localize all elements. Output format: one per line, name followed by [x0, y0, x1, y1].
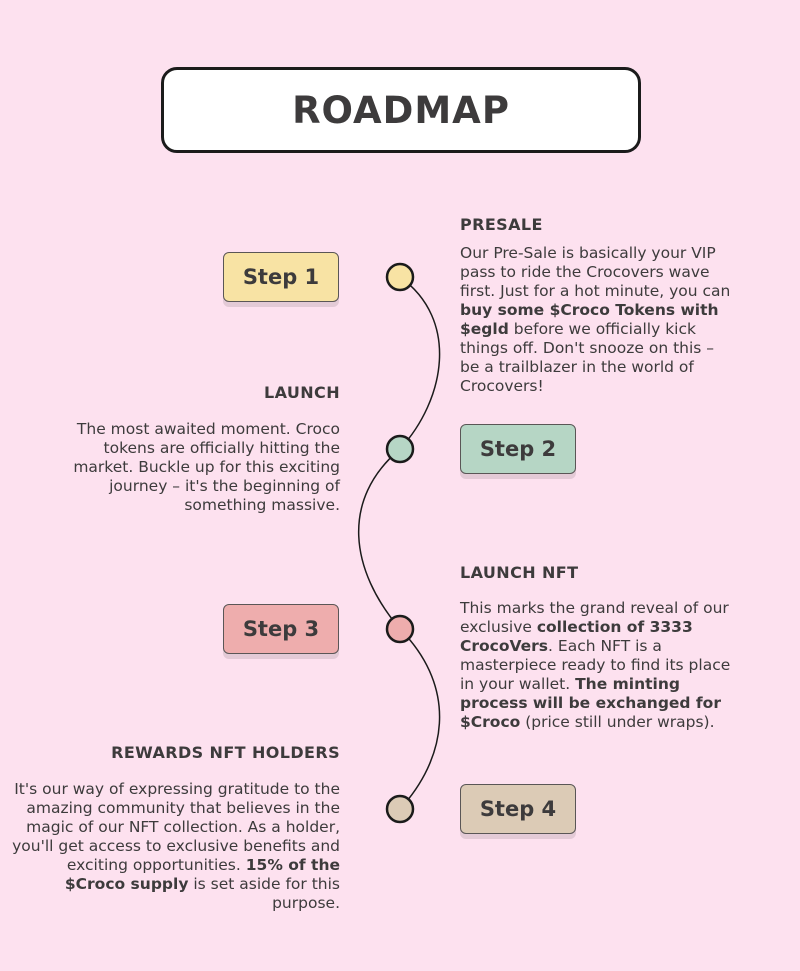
- launch-description: The most awaited moment. Croco tokens ar…: [40, 420, 340, 515]
- launch-heading: LAUNCH: [263, 383, 340, 402]
- body-text: . Each NFT is a masterpiece ready to fin…: [460, 637, 731, 693]
- highlight-text: The minting process will be exchanged fo…: [460, 675, 721, 731]
- timeline-node-1: [385, 262, 415, 292]
- timeline-path: [358, 276, 441, 810]
- body-text: before we officially kick things off. Do…: [460, 320, 715, 395]
- body-text: This marks the grand reveal of our exclu…: [460, 599, 729, 636]
- body-text: It's our way of expressing gratitude to …: [12, 780, 340, 874]
- launch-nft-description: This marks the grand reveal of our exclu…: [460, 599, 735, 732]
- rewards-description: It's our way of expressing gratitude to …: [10, 780, 340, 913]
- body-text: The most awaited moment. Croco tokens ar…: [73, 420, 340, 514]
- highlight-text: buy some $Croco Tokens with $egld: [460, 301, 719, 338]
- step-1-badge: Step 1: [223, 252, 339, 302]
- body-text: (price still under wraps).: [520, 713, 715, 731]
- timeline-node-3: [385, 614, 415, 644]
- rewards-heading: REWARDS NFT HOLDERS: [111, 743, 340, 762]
- page-title: ROADMAP: [292, 88, 510, 132]
- roadmap-title-box: ROADMAP: [161, 67, 641, 153]
- body-text: Our Pre-Sale is basically your VIP pass …: [460, 244, 731, 300]
- step-2-badge: Step 2: [460, 424, 576, 474]
- step-3-badge: Step 3: [223, 604, 339, 654]
- highlight-text: collection of 3333 CrocoVers: [460, 618, 693, 655]
- timeline-node-2: [385, 434, 415, 464]
- launch-nft-heading: LAUNCH NFT: [460, 563, 579, 582]
- timeline-node-4: [385, 794, 415, 824]
- presale-description: Our Pre-Sale is basically your VIP pass …: [460, 244, 735, 396]
- highlight-text: 15% of the $Croco supply: [64, 856, 340, 893]
- body-text: is set aside for this purpose.: [188, 875, 340, 912]
- presale-heading: PRESALE: [460, 215, 543, 234]
- step-4-badge: Step 4: [460, 784, 576, 834]
